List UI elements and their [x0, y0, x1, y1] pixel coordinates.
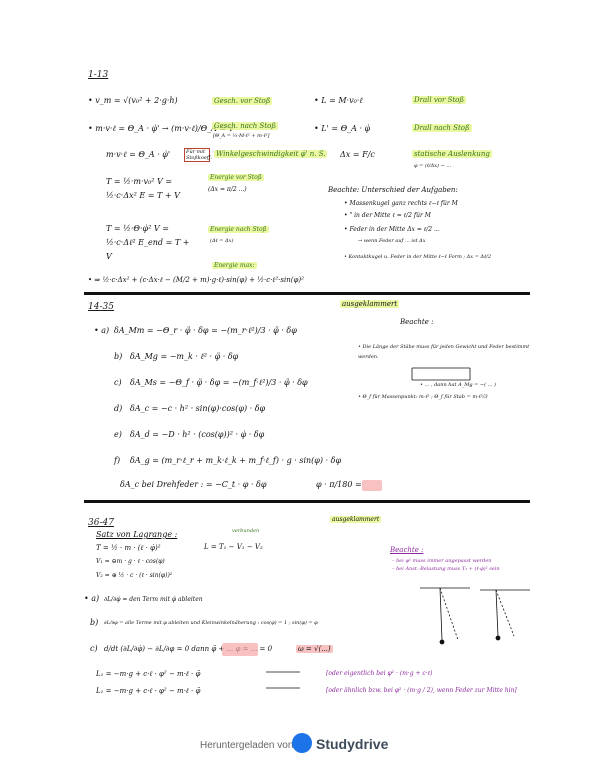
- footer: Heruntergeladen von Studydrive: [0, 732, 600, 758]
- formula: δA_d = −D · h² · (cos(φ))² · φ̇ · δφ: [130, 430, 265, 439]
- formula: d/dt (∂L/∂φ̇) − ∂L/∂φ = 0 dann φ̈ + ... …: [104, 645, 273, 653]
- pendulum-sketch-right: [480, 589, 530, 641]
- remark: → wenn Feder auf ... ist Δx: [358, 238, 426, 244]
- annotation: Drall nach Stoß: [412, 124, 472, 132]
- item-label: b): [114, 352, 123, 361]
- highlight-mark: [362, 480, 382, 491]
- annotation-sub: (Δx = π/2 ...): [208, 186, 247, 193]
- remarks-title: Beachte :: [390, 546, 424, 554]
- spring-sketch: [266, 671, 300, 689]
- formula: T = ½ · m · (ℓ · φ̇)²: [96, 544, 161, 552]
- annotation-sub: φ = (ℓ/Δx) − ...: [414, 163, 452, 169]
- item-label: f): [114, 456, 121, 465]
- remark: • ... , dann hat A_Mg = −( ... ): [420, 382, 496, 388]
- remark: • " in der Mitte ℓ = ℓ/2 für M: [344, 212, 431, 219]
- annotation: Winkelgeschwindigkeit φ̇' n. S.: [214, 150, 328, 158]
- item-label: c): [114, 378, 122, 387]
- item-label: • a): [94, 326, 110, 335]
- remark: • Massenkugel ganz rechts ℓ−ℓ für M: [344, 200, 458, 207]
- item-label: d): [114, 404, 123, 413]
- annotation: Gesch. nach Stoß: [212, 122, 279, 130]
- formula-tail: ω = √(...): [296, 645, 333, 653]
- formula: Δx = F/c: [340, 150, 375, 159]
- annotation: Energie nach Stoß: [208, 226, 269, 233]
- item-label: b): [90, 618, 99, 627]
- section-number: 14-35: [88, 302, 114, 312]
- annotation: [oder ähnlich bzw. bei φ² · (m·g / 2), w…: [326, 687, 517, 694]
- formula: ∂L/∂φ̇ = den Term mit φ̇ ableiten: [104, 596, 203, 603]
- annotation: verbunden: [232, 528, 260, 534]
- remark: • Θ_f für Massenpunkt: m·ℓ² ; Θ_f für St…: [358, 394, 488, 400]
- formula: L₁ = −m·g + c·ℓ · φ² − m·ℓ · φ̈: [96, 687, 201, 695]
- formula: δA_Mg = −m_k · ℓ² · φ̈ · δφ: [130, 352, 239, 361]
- studydrive-logo-icon: [292, 733, 312, 753]
- section-number: 1-13: [88, 70, 109, 80]
- section-heading: ausgeklammert: [340, 300, 400, 308]
- item-label: c): [90, 644, 98, 653]
- formula: δA_c bei Drehfeder : = −C_t · φ · δφ: [120, 480, 267, 489]
- remarks-title: Beachte :: [400, 318, 434, 326]
- formula: • m·v·ℓ = Θ_A · φ̇' → (m·v·ℓ)/Θ_A = v': [88, 124, 236, 133]
- section-heading: ausgeklammert: [330, 516, 382, 523]
- formula: V₁ = ⊖m · g · ℓ · cos(φ): [96, 558, 165, 565]
- formula: δA_Ms = −Θ_f · φ̈ · δφ = −(m_f·ℓ²)/3 · φ…: [130, 378, 308, 387]
- formula: V₂ = ⊕ ½ · c · (ℓ · sin(φ))²: [96, 572, 173, 579]
- section-title: Satz von Lagrange :: [96, 530, 178, 539]
- formula: δA_g = (m_r·ℓ_r + m_k·ℓ_k + m_f·ℓ_f) · g…: [130, 456, 342, 465]
- formula: • ⇒ ½·c·Δx² + (c·Δx·ℓ − (M/2 + m)·g·ℓ)·s…: [88, 276, 304, 284]
- pendulum-sketch-left: [420, 587, 470, 645]
- formula: ∂L/∂φ = alle Terme mit φ ableiten und Kl…: [104, 620, 318, 626]
- annotation: Energie max:: [212, 262, 257, 269]
- annotation-sub: [Θ_A = ⅓·M·ℓ² + m·ℓ²]: [213, 133, 270, 139]
- formula: L = T₁ − V₁ − V₂: [204, 543, 263, 551]
- remark: – bei φ² muss immer angepasst werden: [392, 558, 492, 564]
- highlight-mark: [222, 643, 258, 656]
- divider: [84, 500, 530, 503]
- annotation: Gesch. vor Stoß: [212, 97, 273, 105]
- formula: • L' = Θ_A · φ̇: [314, 124, 371, 133]
- item-label: e): [114, 430, 122, 439]
- annotation: Drall vor Stoß: [412, 96, 467, 104]
- divider: [84, 292, 530, 295]
- annotation: [oder eigentlich bei φ² · (m·g + c·ℓ): [326, 670, 433, 677]
- formula: δA_Mm = −Θ_r · φ̈ · δφ = −(m_r·ℓ²)/3 · φ…: [114, 326, 297, 335]
- brand-name[interactable]: Studydrive: [316, 736, 389, 752]
- spring-beam-sketch: [411, 367, 471, 381]
- formula: • v_m = √(v₀² + 2·g·h): [88, 96, 178, 105]
- item-label: • a): [84, 594, 100, 603]
- tag: Für mit Stoßkoeff.: [184, 148, 212, 162]
- footer-text: Heruntergeladen von: [200, 740, 294, 751]
- remarks-title: Beachte: Unterschied der Aufgaben:: [328, 186, 458, 194]
- section-number: 36-47: [88, 518, 114, 528]
- annotation-sub: (Δℓ = Δx): [210, 238, 234, 244]
- formula: L₁ = −m·g + c·ℓ · φ² − m·ℓ · φ̈: [96, 670, 201, 678]
- formula-tail: φ · π/180 =: [316, 480, 362, 489]
- formula: m·v·ℓ = Θ_A · φ̇': [106, 150, 171, 159]
- formula: T = ½·m·v₀² V = ½·c·Δx² E = T + V: [106, 177, 180, 200]
- remark: • Feder in der Mitte Δx = ℓ/2 ...: [344, 226, 440, 233]
- annotation: Energie vor Stoß: [208, 174, 264, 181]
- remark: • Kontaktkugel u. Feder in der Mitte ℓ−ℓ…: [344, 254, 492, 260]
- formula: δA_c = −c · h² · sin(φ)·cos(φ) · δφ: [130, 404, 266, 413]
- formula: T = ½·Θ·φ̇² V = ½·c·Δℓ² E_end = T + V: [106, 224, 190, 261]
- remark: – bei Anst.-Belastung muss T₁ + (ℓ·φ̇)² …: [392, 566, 500, 572]
- annotation: statische Auslenkung: [412, 150, 492, 158]
- formula: • L = M·v₀·ℓ: [314, 96, 363, 105]
- remark: • Die Länge der Stäbe muss für jeden Gew…: [358, 344, 530, 360]
